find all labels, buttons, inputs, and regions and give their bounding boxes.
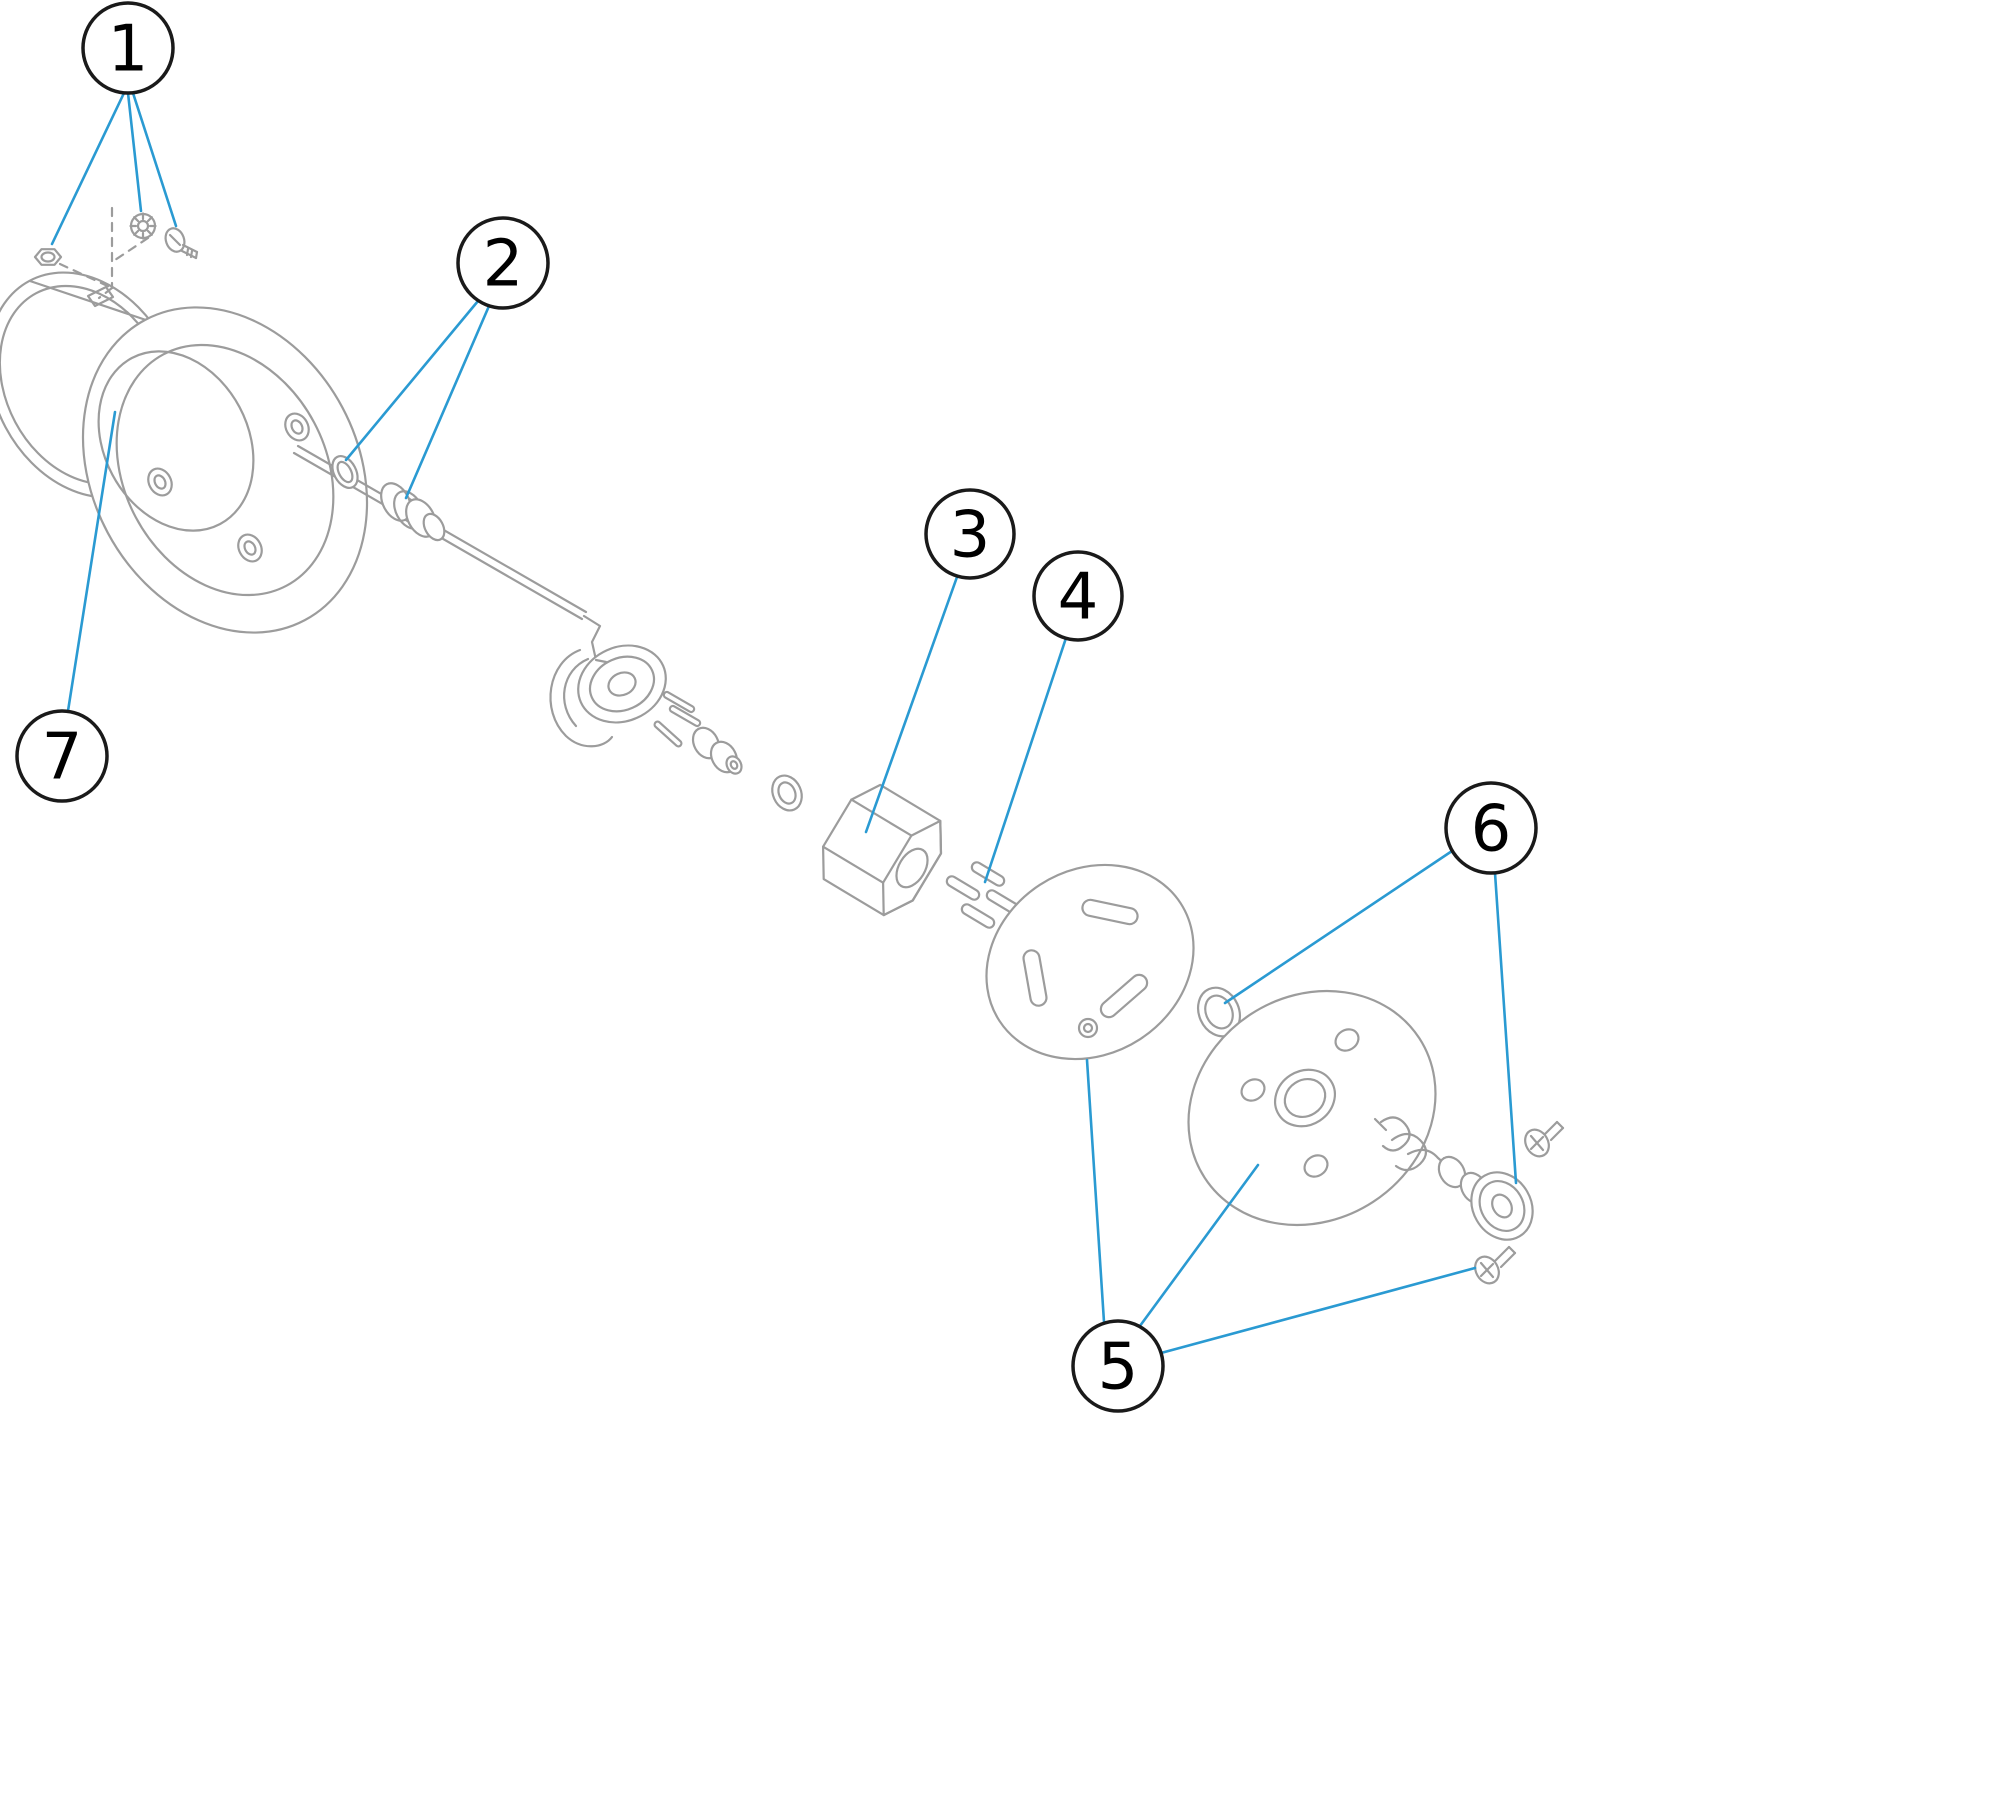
cable-bushing [1373, 1116, 1534, 1241]
leader-lines [50, 91, 1518, 1355]
tube-oring [331, 455, 359, 489]
callout-4-number: 4 [1058, 560, 1099, 634]
callout-2-number: 2 [483, 227, 524, 301]
connector-bolt [691, 726, 743, 775]
hex-nut [33, 248, 63, 266]
callout-3-number: 3 [950, 498, 991, 572]
serrated-washer [129, 212, 157, 240]
callout-5[interactable]: 5 [1071, 1319, 1165, 1413]
callout-7[interactable]: 7 [15, 709, 109, 803]
slotted-trim-disc [985, 863, 1195, 1061]
callout-1-number: 1 [108, 12, 149, 86]
cover-plate [1187, 989, 1437, 1227]
fastener-set [33, 212, 199, 266]
callout-7-number: 7 [42, 720, 83, 794]
callout-2[interactable]: 2 [456, 216, 550, 310]
tube-gland-nut [380, 482, 446, 542]
callout-5-number: 5 [1098, 1330, 1139, 1404]
callout-4[interactable]: 4 [1032, 550, 1124, 642]
niche-housing [0, 271, 369, 634]
callout-6[interactable]: 6 [1444, 781, 1538, 875]
slotted-screw [164, 227, 199, 260]
callout-6-number: 6 [1471, 792, 1512, 866]
fixing-screw-bottom [1474, 1245, 1517, 1285]
fixing-screw-top [1524, 1120, 1565, 1158]
callout-1[interactable]: 1 [81, 1, 175, 95]
hex-body [821, 783, 943, 917]
mounting-lug [86, 285, 115, 308]
callout-3[interactable]: 3 [924, 488, 1016, 580]
assembly-guide-lines [58, 206, 150, 300]
small-washer [771, 774, 803, 812]
lamp-holder-assembly [549, 644, 702, 748]
